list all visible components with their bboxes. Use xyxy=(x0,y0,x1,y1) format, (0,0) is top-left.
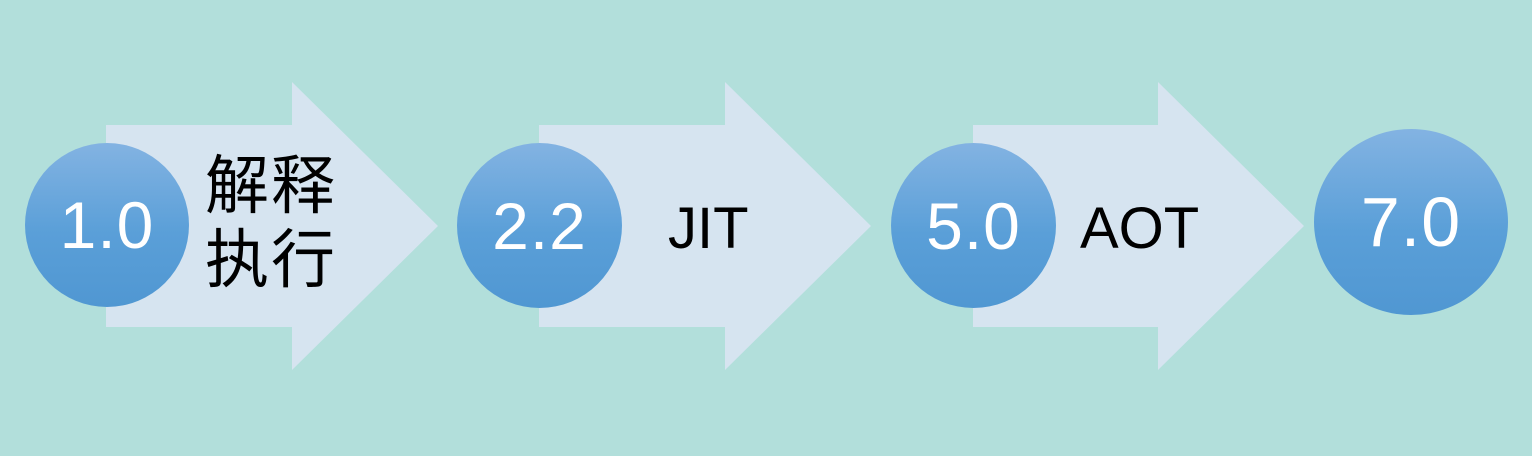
version-label-4: 7.0 xyxy=(1360,183,1462,261)
version-label-2: 2.2 xyxy=(492,188,587,263)
version-label-3: 5.0 xyxy=(926,188,1021,263)
transition-label-interpret-line1: 解释 xyxy=(205,150,337,224)
arrow-3 xyxy=(973,82,1304,370)
version-node-2: 2.2 xyxy=(457,143,622,308)
version-node-1: 1.0 xyxy=(25,143,189,307)
version-node-3: 5.0 xyxy=(891,143,1056,308)
arrow-2 xyxy=(539,82,871,370)
version-label-1: 1.0 xyxy=(59,188,155,262)
arrow-1 xyxy=(106,82,438,370)
version-node-4: 7.0 xyxy=(1314,129,1508,315)
transition-label-jit: JIT xyxy=(668,196,749,261)
transition-label-aot: AOT xyxy=(1080,196,1200,261)
transition-label-interpret: 解释 执行 xyxy=(205,150,355,298)
transition-label-interpret-line2: 执行 xyxy=(205,224,337,298)
